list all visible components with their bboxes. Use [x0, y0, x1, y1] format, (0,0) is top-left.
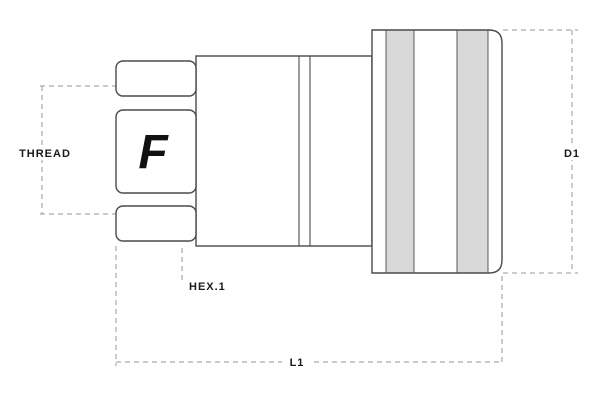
d1-label: D1	[564, 148, 580, 160]
thread-label: THREAD	[19, 148, 71, 160]
sleeve-grip-band-left	[385, 29, 415, 274]
sleeve-grip-band-right	[456, 29, 489, 274]
hex-bottom-flat	[115, 205, 197, 242]
sleeve-outline	[371, 29, 503, 274]
coupling-body	[195, 55, 373, 247]
release-sleeve	[371, 29, 503, 274]
l1-label-mask	[282, 353, 312, 369]
d1-label-mask	[556, 145, 588, 160]
hex1-label: HEX.1	[189, 281, 226, 293]
hex-top-flat	[115, 60, 197, 97]
hex-middle-flat	[115, 109, 197, 194]
l1-label: L1	[290, 357, 305, 369]
brand-logo-f: F	[138, 126, 169, 179]
thread-label-mask	[13, 145, 77, 160]
